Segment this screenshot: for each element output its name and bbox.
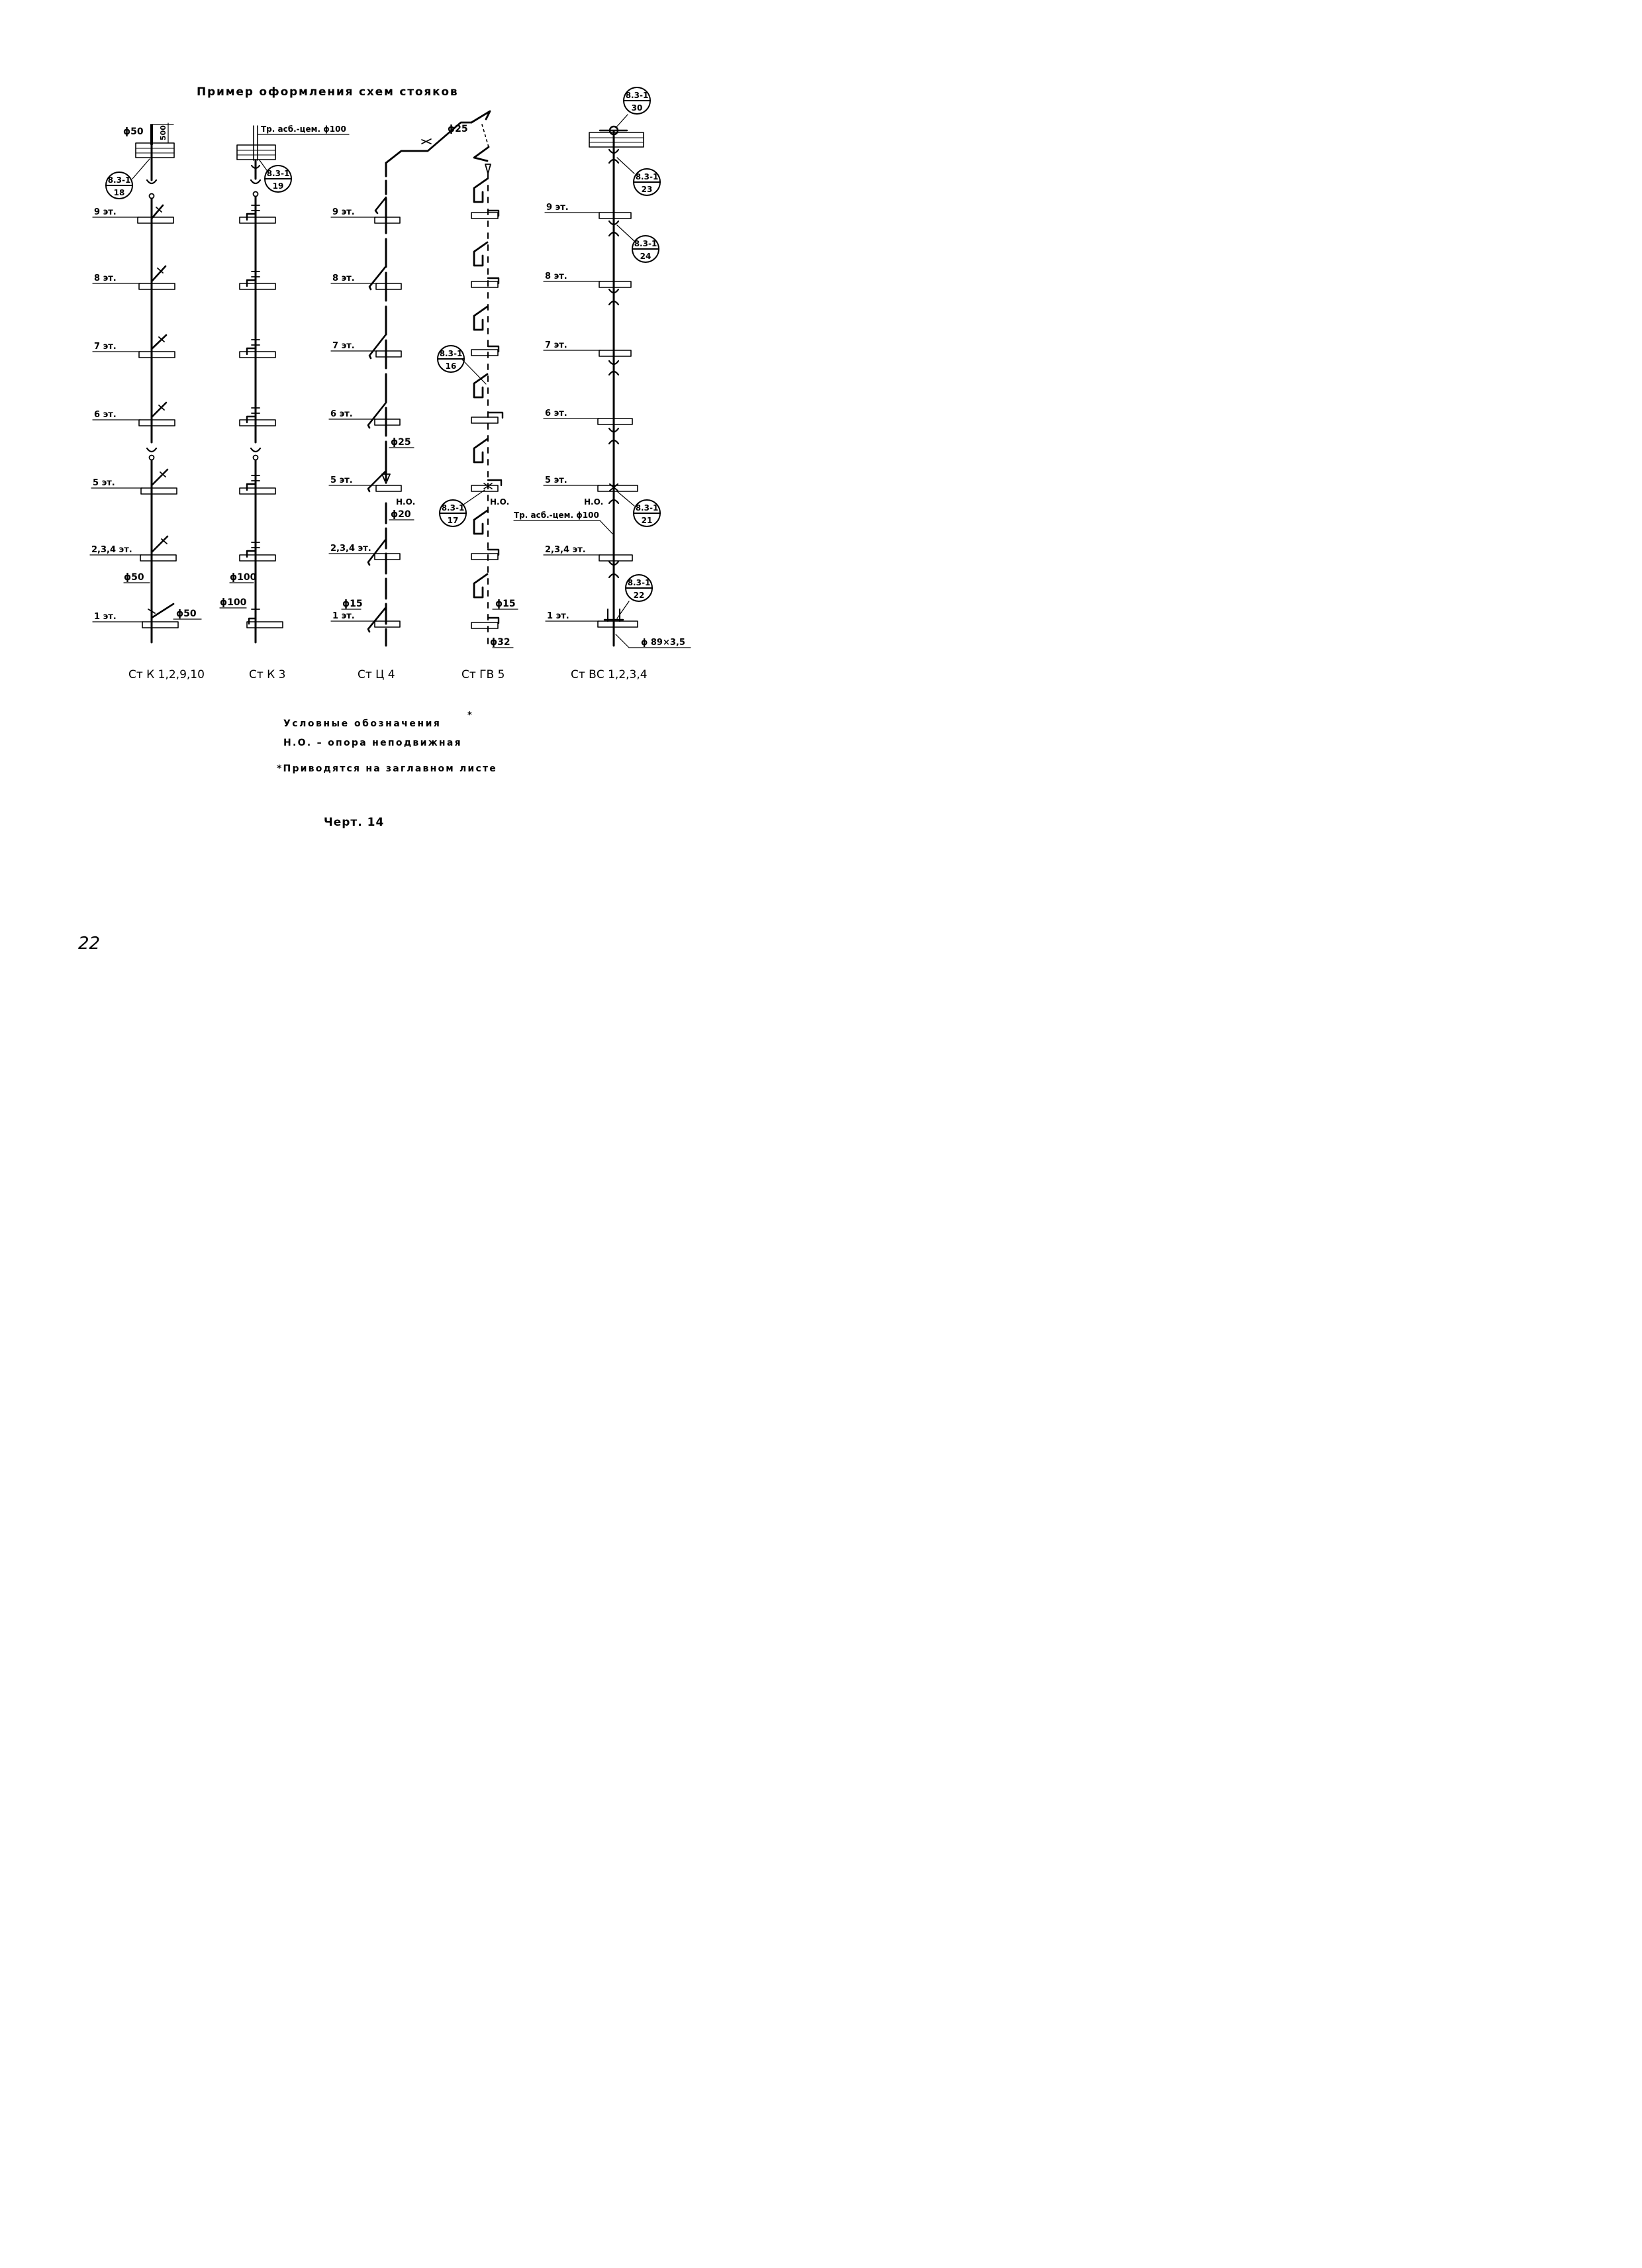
r4-callout-2-top: 8.3-1 — [442, 503, 465, 513]
page-title: Пример оформления схем стояков — [197, 85, 459, 99]
r1-pipe-label-2: ϕ50 — [176, 609, 197, 619]
r3-support-label: Н.О. — [396, 497, 415, 507]
r4-callout-2-bottom: 17 — [448, 516, 459, 525]
riser-diagrams: ϕ50 500 8.3-1 18 9 эт. 8 эт. 7 эт. 6 эт.… — [89, 87, 691, 681]
r5-callout-30-bottom: 30 — [632, 103, 643, 113]
r3-floor-9: 9 эт. — [332, 207, 355, 217]
r3-floor-6: 6 эт. — [330, 409, 353, 419]
legend-footnote: *Приводятся на заглавном листе — [277, 764, 497, 774]
r4-callout-1-bottom: 16 — [446, 362, 457, 371]
r5-floor-6: 6 эт. — [545, 409, 567, 419]
r1-floor-234: 2,3,4 эт. — [91, 545, 132, 555]
r3-pipe-label-1: ϕ25 — [391, 437, 411, 448]
r4-name: Ст ГВ 5 — [461, 668, 505, 681]
r1-pipe-label-1: ϕ50 — [124, 572, 144, 583]
r5-callout-22-bottom: 22 — [634, 591, 645, 600]
r5-callout-22-top: 8.3-1 — [628, 578, 651, 587]
riser-gv5 — [461, 110, 518, 648]
r3-top-diameter: ϕ25 — [448, 124, 468, 134]
riser-vs — [513, 114, 691, 648]
r5-name: Ст ВС 1,2,3,4 — [571, 668, 648, 681]
r1-callout-bottom: 18 — [114, 188, 125, 197]
page-number: 22 — [78, 934, 101, 954]
r5-callout-23-bottom: 23 — [642, 185, 653, 194]
r2-name: Ст К 3 — [249, 668, 285, 681]
r3-name: Ст Ц 4 — [358, 668, 395, 681]
r5-bottom-label: ϕ 89×3,5 — [641, 638, 685, 648]
r1-floor-9: 9 эт. — [94, 207, 117, 217]
r5-callout-30-top: 8.3-1 — [626, 91, 649, 100]
r1-dimension: 500 — [159, 125, 168, 140]
r3-pipe-label-2: ϕ20 — [391, 509, 411, 520]
legend-heading: Условные обозначения — [283, 718, 442, 729]
r1-floor-5: 5 эт. — [93, 478, 115, 488]
r3-pipe-label-3: ϕ15 — [342, 599, 363, 609]
r5-floor-8: 8 эт. — [545, 271, 567, 281]
riser-k3 — [219, 125, 350, 644]
r2-callout-top: 8.3-1 — [267, 169, 290, 178]
r5-floor-9: 9 эт. — [546, 203, 569, 213]
r5-support-label: Н.О. — [584, 497, 603, 507]
r5-callout-24-bottom: 24 — [640, 252, 652, 261]
legend-asterisk: * — [467, 711, 472, 720]
r5-floor-7: 7 эт. — [545, 340, 567, 350]
r5-callout-21-bottom: 21 — [642, 516, 653, 525]
r5-floor-5: 5 эт. — [545, 475, 567, 485]
r2-pipe-label-2: ϕ100 — [220, 597, 247, 608]
r2-top-label: Тр. асб.-цем. ϕ100 — [261, 124, 346, 134]
r3-floor-234: 2,3,4 эт. — [330, 544, 371, 554]
r4-pipe-label-1: ϕ15 — [495, 599, 516, 609]
r1-floor-7: 7 эт. — [94, 342, 117, 352]
r1-floor-6: 6 эт. — [94, 410, 117, 420]
r2-pipe-label-1: ϕ100 — [230, 572, 257, 583]
r5-callout-24-top: 8.3-1 — [634, 239, 657, 248]
r1-name: Ст К 1,2,9,10 — [128, 668, 205, 681]
r3-floor-7: 7 эт. — [332, 341, 355, 351]
r3-floor-8: 8 эт. — [332, 273, 355, 283]
r4-callout-1-top: 8.3-1 — [440, 349, 463, 358]
r4-support-label: Н.О. — [490, 497, 509, 507]
r3-floor-5: 5 эт. — [330, 475, 353, 485]
r5-pipe-label: Тр. асб.-цем. ϕ100 — [514, 511, 599, 520]
r2-callout-bottom: 19 — [273, 181, 284, 191]
riser-k1 — [89, 123, 202, 644]
r1-floor-1: 1 эт. — [94, 612, 117, 622]
r5-floor-234: 2,3,4 эт. — [545, 545, 586, 555]
r1-floor-8: 8 эт. — [94, 273, 117, 283]
r5-callout-21-top: 8.3-1 — [636, 503, 659, 513]
drawing-number: Черт. 14 — [324, 816, 385, 829]
legend-item: Н.О. – опора неподвижная — [283, 738, 462, 748]
r1-top-diameter: ϕ50 — [123, 126, 144, 137]
r1-callout-top: 8.3-1 — [108, 175, 131, 185]
r5-floor-1: 1 эт. — [547, 611, 569, 621]
riser-ts4 — [328, 121, 473, 647]
r3-floor-1: 1 эт. — [332, 611, 355, 621]
callout-circles — [105, 87, 661, 602]
r5-callout-23-top: 8.3-1 — [636, 172, 659, 181]
r4-pipe-label-2: ϕ32 — [490, 637, 510, 648]
